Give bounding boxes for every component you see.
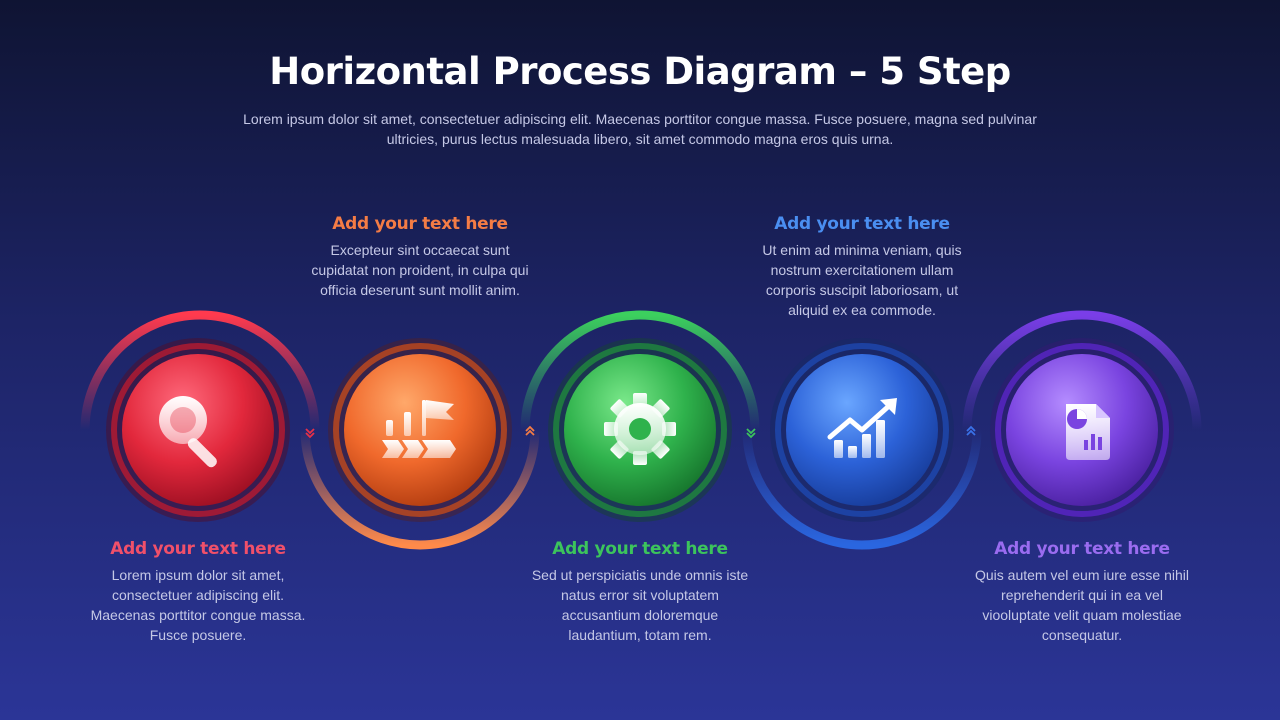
gear-icon <box>604 393 676 465</box>
step-3-body: Sed ut perspiciatis unde omnis iste natu… <box>531 567 749 643</box>
step-4-circle <box>770 338 954 522</box>
step-1-arc <box>80 310 320 435</box>
step-1-body: Lorem ipsum dolor sit amet, consectetuer… <box>90 567 306 643</box>
step-2-circle <box>328 338 512 522</box>
magnifier-icon <box>159 396 217 468</box>
step-3-text: Add your text here Sed ut perspiciatis u… <box>530 539 750 645</box>
step-3-heading: Add your text here <box>552 539 728 559</box>
step-2-arc <box>300 425 540 550</box>
chevron-down-icon <box>305 428 315 439</box>
step-2-body: Excepteur sint occaecat sunt cupidatat n… <box>311 242 529 298</box>
step-2-text: Add your text here Excepteur sint occaec… <box>310 214 530 300</box>
chevron-down-icon <box>746 428 756 439</box>
step-5-arc <box>962 310 1202 435</box>
page-title: Horizontal Process Diagram – 5 Step <box>269 50 1011 93</box>
step-2-heading: Add your text here <box>332 214 508 234</box>
milestone-flag-icon <box>382 400 456 458</box>
growth-chart-icon <box>827 398 897 458</box>
step-3-arc <box>520 310 760 435</box>
step-5-text: Add your text here Quis autem vel eum iu… <box>972 539 1192 645</box>
step-5-circle <box>990 338 1174 522</box>
step-5-heading: Add your text here <box>994 539 1170 559</box>
page-subtitle: Lorem ipsum dolor sit amet, consectetuer… <box>243 111 1037 147</box>
step-4-body: Ut enim ad minima veniam, quis nostrum e… <box>762 242 962 318</box>
step-4-text: Add your text here Ut enim ad minima ven… <box>752 214 972 320</box>
chevron-up-icon <box>525 425 535 436</box>
step-4-heading: Add your text here <box>774 214 950 234</box>
chevron-up-icon <box>966 425 976 436</box>
step-3-circle <box>548 338 732 522</box>
step-1-circle <box>106 338 290 522</box>
step-5-body: Quis autem vel eum iure esse nihil repre… <box>975 567 1189 643</box>
step-4-arc <box>742 425 982 550</box>
step-1-heading: Add your text here <box>110 539 286 559</box>
step-1-text: Add your text here Lorem ipsum dolor sit… <box>88 539 308 645</box>
report-document-icon <box>1066 404 1110 460</box>
